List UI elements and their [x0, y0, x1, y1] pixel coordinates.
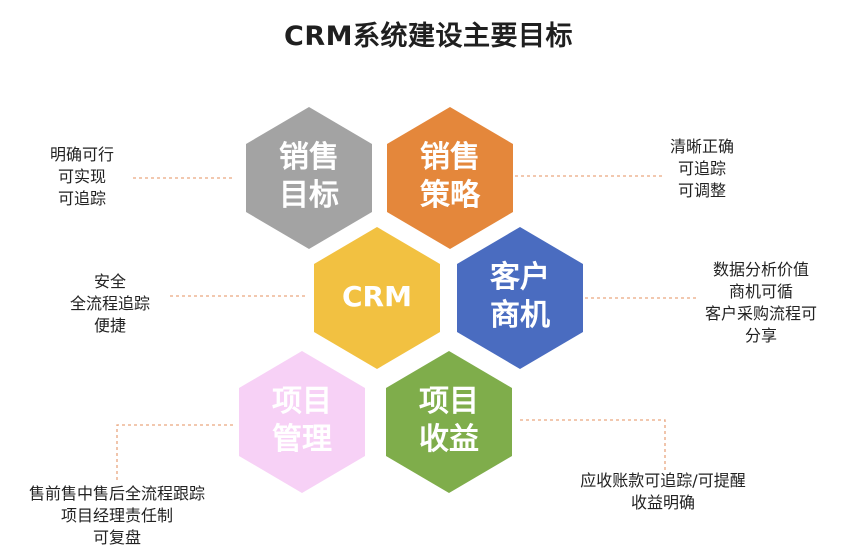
hex-text: 销售 — [420, 140, 480, 175]
note-line: 清晰正确 — [669, 137, 734, 156]
diagram-title: CRM系统建设主要目标 — [284, 21, 573, 52]
hex-label-sales-strategy: 销售 策略 — [400, 139, 500, 215]
note-crm: 安全 全流程追踪 便捷 — [40, 271, 180, 337]
connector-project-management — [116, 424, 233, 480]
note-line: 可追踪 — [677, 159, 726, 178]
hex-text: CRM — [342, 280, 412, 313]
hex-crm — [314, 227, 440, 369]
note-line: 数据分析价值 — [712, 260, 809, 279]
note-line: 收益明确 — [630, 493, 695, 512]
hex-sales-target — [246, 107, 372, 249]
note-line: 分享 — [744, 326, 777, 345]
hex-text: 目标 — [279, 178, 339, 213]
hex-label-customer-opportunity: 客户 商机 — [470, 259, 570, 335]
note-line: 便捷 — [93, 316, 126, 335]
hex-label-project-revenue: 项目 收益 — [399, 383, 499, 459]
note-project-management: 售前售中售后全流程跟踪 项目经理责任制 可复盘 — [2, 483, 232, 549]
hex-project-revenue — [386, 351, 512, 493]
note-line: 安全 — [93, 272, 126, 291]
hex-text: 收益 — [419, 422, 479, 457]
note-line: 可追踪 — [57, 189, 106, 208]
hex-text: 项目 — [272, 384, 332, 419]
note-line: 客户采购流程可 — [704, 304, 817, 323]
note-sales-target: 明确可行 可实现 可追踪 — [22, 144, 142, 210]
note-line: 明确可行 — [49, 145, 114, 164]
hex-customer-opportunity — [457, 227, 583, 369]
hex-text: 策略 — [420, 178, 480, 213]
hex-sales-strategy — [387, 107, 513, 249]
hex-label-sales-target: 销售 目标 — [259, 139, 359, 215]
hex-project-management — [239, 351, 365, 493]
hex-text: 项目 — [419, 384, 479, 419]
connector-project-revenue — [520, 419, 666, 470]
note-line: 项目经理责任制 — [60, 506, 173, 525]
note-line: 售前售中售后全流程跟踪 — [28, 484, 205, 503]
hex-text: 商机 — [490, 298, 550, 333]
note-sales-strategy: 清晰正确 可追踪 可调整 — [642, 136, 762, 202]
note-line: 商机可循 — [728, 282, 793, 301]
note-customer-opportunity: 数据分析价值 商机可循 客户采购流程可 分享 — [681, 259, 841, 347]
note-line: 全流程追踪 — [69, 294, 150, 313]
hex-text: 管理 — [272, 422, 332, 457]
note-project-revenue: 应收账款可追踪/可提醒 收益明确 — [548, 470, 778, 514]
note-line: 可调整 — [677, 181, 726, 200]
hex-text: 销售 — [279, 140, 339, 175]
hex-label-crm: CRM — [327, 278, 427, 316]
note-line: 应收账款可追踪/可提醒 — [580, 471, 746, 490]
note-line: 可实现 — [57, 167, 106, 186]
note-line: 可复盘 — [92, 528, 141, 547]
hex-text: 客户 — [490, 260, 550, 295]
hex-label-project-management: 项目 管理 — [252, 383, 352, 459]
